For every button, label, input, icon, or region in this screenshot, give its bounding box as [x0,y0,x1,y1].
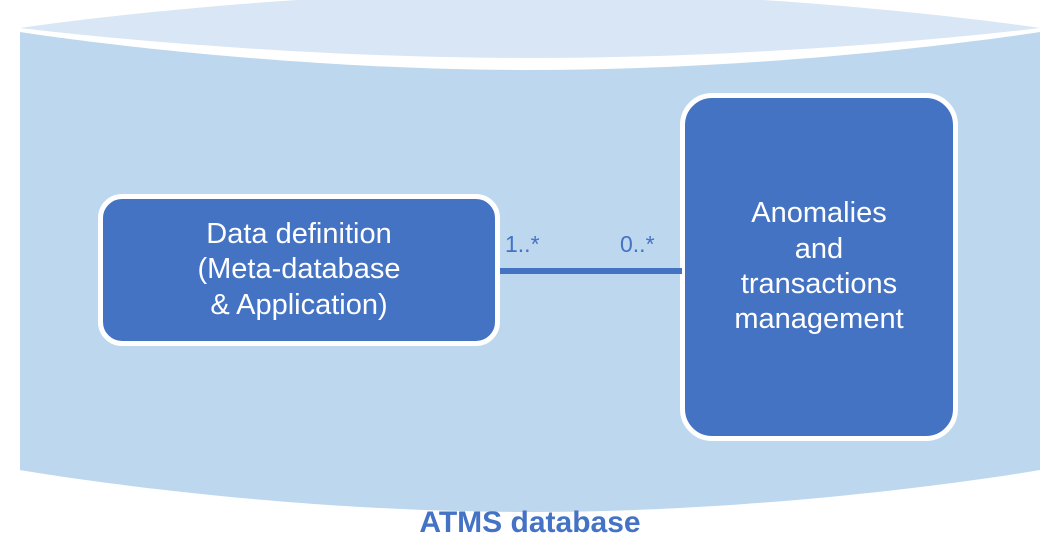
diagram-caption: ATMS database [419,506,641,539]
multiplicity-label-source: 1..* [505,231,540,257]
cylinder-top-ellipse [20,0,1040,58]
component-anomalies-transactions-label: Anomalies and transactions management [734,197,904,336]
component-data-definition[interactable]: Data definition (Meta-database & Applica… [98,194,500,346]
association-connector[interactable] [500,268,682,274]
multiplicity-label-target: 0..* [620,231,655,257]
component-data-definition-label: Data definition (Meta-database & Applica… [197,217,401,321]
component-anomalies-transactions[interactable]: Anomalies and transactions management [680,93,958,441]
